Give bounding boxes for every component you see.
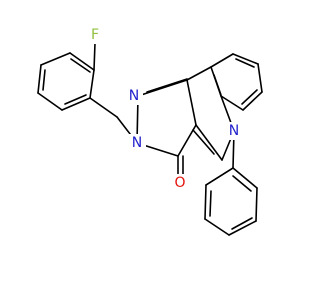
- fluorine-atom-label: F: [91, 27, 99, 43]
- bond-bottom-ring-double-1: [209, 190, 212, 217]
- bond-benzo-2: [232, 53, 259, 65]
- bond-fluorobenzyl-double-1: [42, 69, 46, 91]
- bond-benzo-4: [242, 91, 263, 111]
- pyrazole-n2-label-bg: [128, 134, 146, 152]
- bond-fluorobenzyl-4: [61, 97, 91, 111]
- pyrazole-n2-atom-label: N: [132, 135, 142, 151]
- bond-benzo-1: [210, 53, 234, 68]
- bond-pyrazole-n1-c9b: [137, 79, 188, 97]
- bond-fluorobenzyl-double-3: [70, 58, 91, 73]
- bond-bottom-ring-3: [228, 220, 257, 236]
- bond-bottom-ring-6: [205, 167, 234, 186]
- chemical-structure-diagram: F N N N O: [37, 26, 263, 236]
- bond-pyrazole-double: [146, 78, 188, 93]
- pyrazole-n1-label-bg: [125, 87, 143, 105]
- structure-canvas: F N N N O: [37, 26, 263, 236]
- bond-fluorobenzyl-2: [37, 64, 42, 94]
- quinoline-n-atom-label: N: [229, 123, 239, 139]
- carbonyl-o-label-bg: [171, 174, 189, 192]
- bond-bottom-ring-double-2: [231, 217, 253, 230]
- bond-quinoline-double: [192, 129, 215, 155]
- fluorine-label-bg: [86, 26, 104, 44]
- bond-pyrazole-c9b-c9a: [186, 79, 197, 126]
- bond-bottom-ring-5: [232, 167, 258, 189]
- bond-fluorobenzyl-5: [89, 69, 95, 99]
- bond-benzo-3: [257, 63, 263, 93]
- quinoline-n-label-bg: [225, 122, 243, 140]
- bond-bottom-ring-4: [255, 187, 258, 222]
- bond-bottom-ring-1: [204, 184, 207, 220]
- bond-benzo-double-2: [241, 89, 258, 105]
- bond-c-f: [93, 42, 96, 71]
- pyrazole-n1-atom-label: N: [129, 88, 139, 104]
- bond-bottom-ring-2: [204, 218, 230, 236]
- bond-fluorobenzyl-3: [37, 92, 63, 111]
- carbonyl-o-atom-label: O: [174, 175, 185, 191]
- bond-benzo-double-3: [213, 74, 222, 96]
- bond-quinoline-c4-c9a: [195, 124, 223, 161]
- bond-fluorobenzyl-6: [69, 52, 95, 71]
- bond-benzo-double-1: [235, 58, 255, 68]
- bond-quinoline-c9b-c9: [186, 66, 212, 81]
- bond-bottom-ring-double-3: [232, 175, 252, 192]
- bond-fluorobenzyl-double-2: [64, 94, 87, 105]
- bond-fluorobenzyl-1: [40, 52, 71, 66]
- bond-benzo-5: [220, 95, 244, 111]
- bond-benzyl-ch2-1: [89, 97, 118, 118]
- atom-labels: F N N N O: [86, 26, 243, 192]
